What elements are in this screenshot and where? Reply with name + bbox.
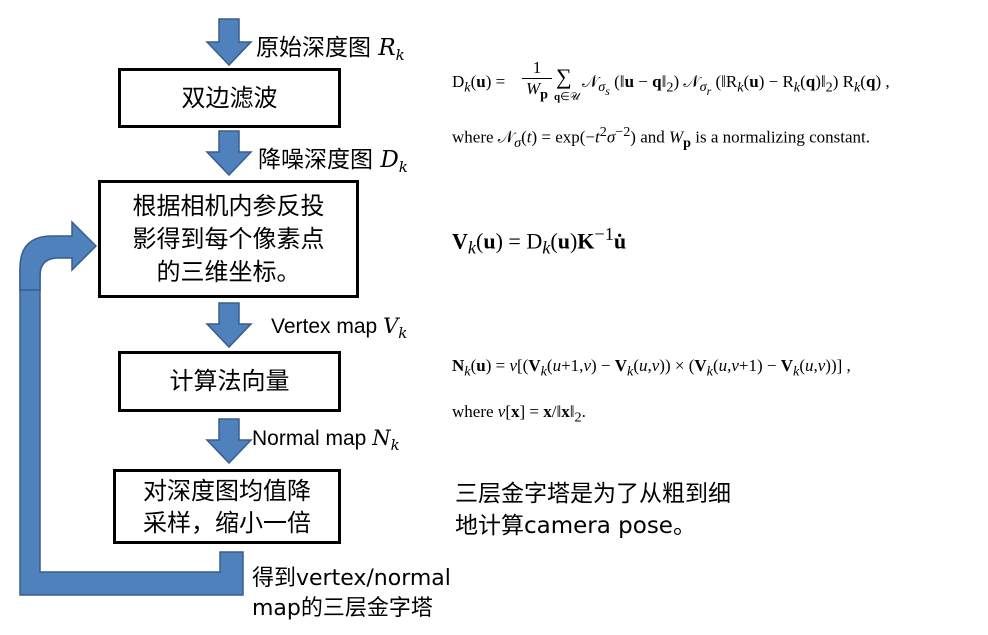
- step-downsample: 对深度图均值降 采样，缩小一倍: [113, 469, 341, 544]
- step-label-line: 的三维坐标。: [156, 257, 301, 286]
- denoised-depth-label: 降噪深度图 Dk: [258, 140, 408, 176]
- pyramid-label-line: map的三层金字塔: [252, 596, 433, 621]
- normal-map-label: Normal map Nk: [252, 426, 400, 454]
- down-arrow-normal: [205, 418, 253, 465]
- normal-formula: Nk(u) = ν[(Vk(u+1,v) − Vk(u,v)) × (Vk(u,…: [452, 356, 851, 380]
- step-back-projection: 根据相机内参反投 影得到每个像素点 的三维坐标。: [98, 180, 359, 298]
- step-label-line: 根据相机内参反投: [132, 191, 325, 220]
- normal-map-text: Normal map: [252, 427, 367, 450]
- vertex-map-var: Vk: [383, 314, 408, 342]
- denoised-depth-text: 降噪深度图: [258, 147, 373, 173]
- pyramid-note-line: 三层金字塔是为了从粗到细: [455, 481, 731, 507]
- input-depth-var: Rk: [378, 35, 405, 64]
- step-bilateral-filter: 双边滤波: [118, 68, 341, 128]
- loop-back-arrow: [19, 220, 244, 596]
- step-label: 双边滤波: [181, 83, 278, 112]
- vertex-map-label: Vertex map Vk: [271, 314, 407, 342]
- normal-map-var: Nk: [372, 426, 400, 454]
- pyramid-note-line: 地计算camera pose。: [455, 513, 696, 539]
- denoised-depth-var: Dk: [380, 147, 408, 176]
- step-label: 计算法向量: [169, 367, 290, 395]
- down-arrow-denoised: [205, 130, 253, 177]
- down-arrow-input: [205, 18, 253, 67]
- pyramid-label-line: 得到vertex/normal: [252, 566, 451, 591]
- bilateral-where: where 𝒩σ(t) = exp(−t2σ−2) and Wp is a no…: [452, 124, 870, 152]
- step-label-line: 对深度图均值降: [143, 476, 311, 505]
- pyramid-label: 得到vertex/normal map的三层金字塔: [252, 564, 451, 624]
- step-label-line: 采样，缩小一倍: [143, 508, 311, 537]
- vertex-map-text: Vertex map: [271, 315, 378, 338]
- input-depth-label: 原始深度图 Rk: [256, 28, 405, 64]
- step-label-line: 影得到每个像素点: [132, 224, 325, 253]
- input-depth-text: 原始深度图: [256, 35, 371, 61]
- pyramid-note: 三层金字塔是为了从粗到细 地计算camera pose。: [455, 478, 731, 542]
- step-compute-normals: 计算法向量: [118, 351, 341, 412]
- vertex-formula: Vk(u) = Dk(u)K−1u̇: [452, 224, 627, 258]
- down-arrow-vertex: [205, 302, 253, 349]
- normal-where: where ν[x] = x/‖x‖2.: [452, 402, 586, 426]
